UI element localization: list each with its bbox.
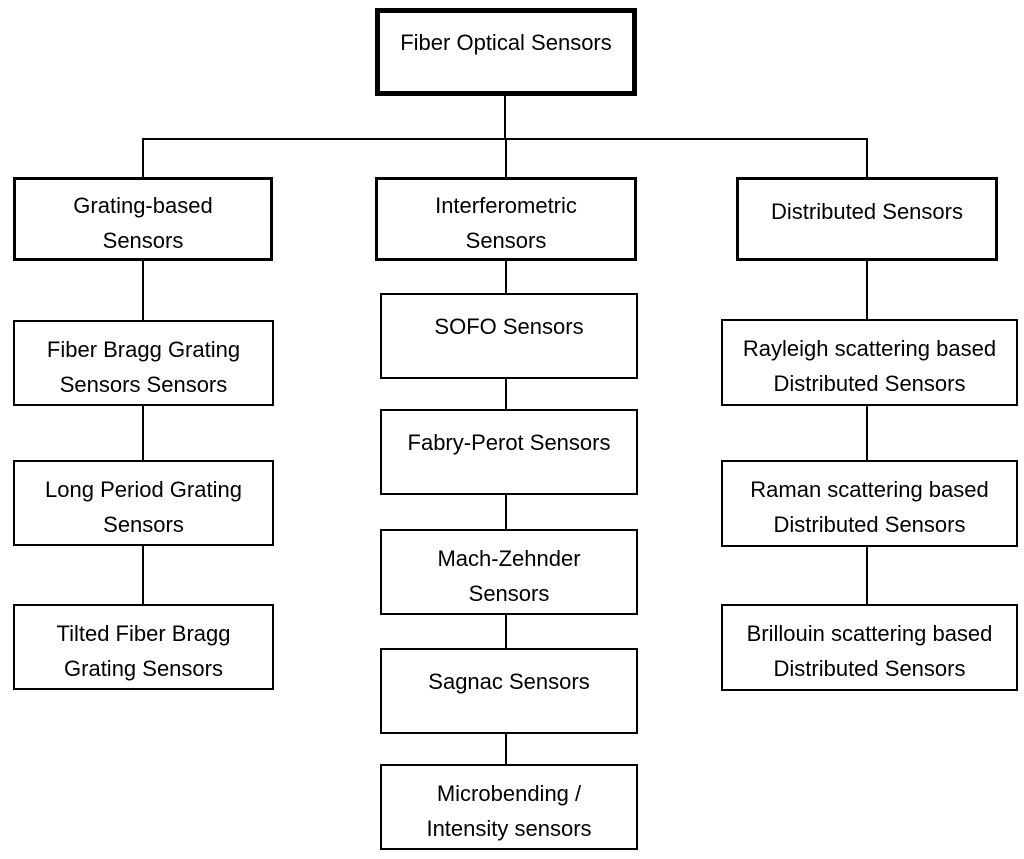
connector-distributed-child-1 <box>866 261 868 319</box>
node-mach-zehnder-sensors: Mach-Zehnder Sensors <box>380 529 638 615</box>
connector-grating-child-2 <box>142 406 144 460</box>
connector-interferometric-child-1 <box>505 261 507 293</box>
node-distributed-sensors: Distributed Sensors <box>736 177 998 261</box>
node-rayleigh-distributed-sensors: Rayleigh scattering based Distributed Se… <box>721 319 1018 406</box>
connector-interferometric-child-4 <box>505 615 507 648</box>
connector-interferometric-child-3 <box>505 495 507 529</box>
node-long-period-grating-sensors: Long Period Grating Sensors <box>13 460 274 546</box>
node-grating-based-sensors: Grating-based Sensors <box>13 177 273 261</box>
node-fiber-optical-sensors: Fiber Optical Sensors <box>375 8 637 96</box>
node-sagnac-sensors: Sagnac Sensors <box>380 648 638 734</box>
node-microbending-intensity-sensors: Microbending / Intensity sensors <box>380 764 638 850</box>
connector-grating-child-1 <box>142 261 144 320</box>
node-fiber-bragg-grating-sensors: Fiber Bragg Grating Sensors Sensors <box>13 320 274 406</box>
connector-drop-interferometric <box>505 138 507 177</box>
connector-root-stem <box>504 96 506 138</box>
connector-interferometric-child-2 <box>505 379 507 409</box>
connector-drop-distributed <box>866 138 868 177</box>
node-interferometric-sensors: Interferometric Sensors <box>375 177 637 261</box>
connector-distributed-child-2 <box>866 405 868 460</box>
connector-distributed-child-3 <box>866 546 868 604</box>
connector-grating-child-3 <box>142 546 144 604</box>
connector-interferometric-child-5 <box>505 734 507 764</box>
node-raman-distributed-sensors: Raman scattering based Distributed Senso… <box>721 460 1018 547</box>
node-sofo-sensors: SOFO Sensors <box>380 293 638 379</box>
node-tilted-fiber-bragg-grating-sensors: Tilted Fiber Bragg Grating Sensors <box>13 604 274 690</box>
node-fabry-perot-sensors: Fabry-Perot Sensors <box>380 409 638 495</box>
node-brillouin-distributed-sensors: Brillouin scattering based Distributed S… <box>721 604 1018 691</box>
connector-drop-grating <box>142 138 144 177</box>
